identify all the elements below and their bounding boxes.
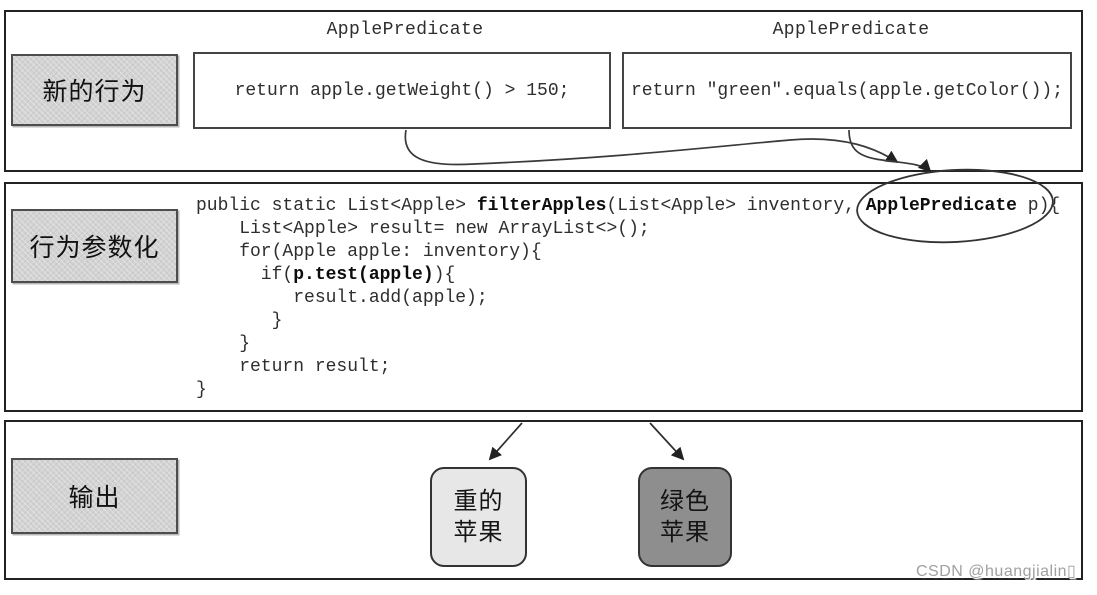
row-label-behavior-parameterization: 行为参数化 [11,209,178,283]
row-label-text: 输出 [68,484,121,512]
green-apples-label-line1: 绿色 [660,488,710,515]
green-apples-label-line2: 苹果 [660,519,710,546]
predicate-code-box-color: return "green".equals(apple.getColor()); [622,52,1072,129]
green-apples-box: 绿色 苹果 [638,467,732,567]
row-label-output: 输出 [11,458,178,534]
heavy-apples-box: 重的 苹果 [430,467,527,567]
row-label-text: 行为参数化 [29,234,160,262]
predicate-code-box-weight: return apple.getWeight() > 150; [193,52,611,129]
filter-apples-code: public static List<Apple> filterApples(L… [196,196,1061,400]
behavior-parameterization-section: 行为参数化 public static List<Apple> filterAp… [4,182,1083,412]
csdn-watermark: CSDN @huangjialin▯ [916,563,1077,580]
row-label-new-behavior: 新的行为 [11,54,178,126]
row-label-text: 新的行为 [42,78,147,106]
predicate-title-color: ApplePredicate [772,20,930,40]
output-section: 输出 重的 苹果 绿色 苹果 [4,420,1083,580]
predicate-title-weight: ApplePredicate [326,20,484,40]
new-behavior-section: 新的行为 ApplePredicate ApplePredicate retur… [4,10,1083,172]
heavy-apples-label-line1: 重的 [453,488,504,515]
heavy-apples-label-line2: 苹果 [453,519,504,546]
